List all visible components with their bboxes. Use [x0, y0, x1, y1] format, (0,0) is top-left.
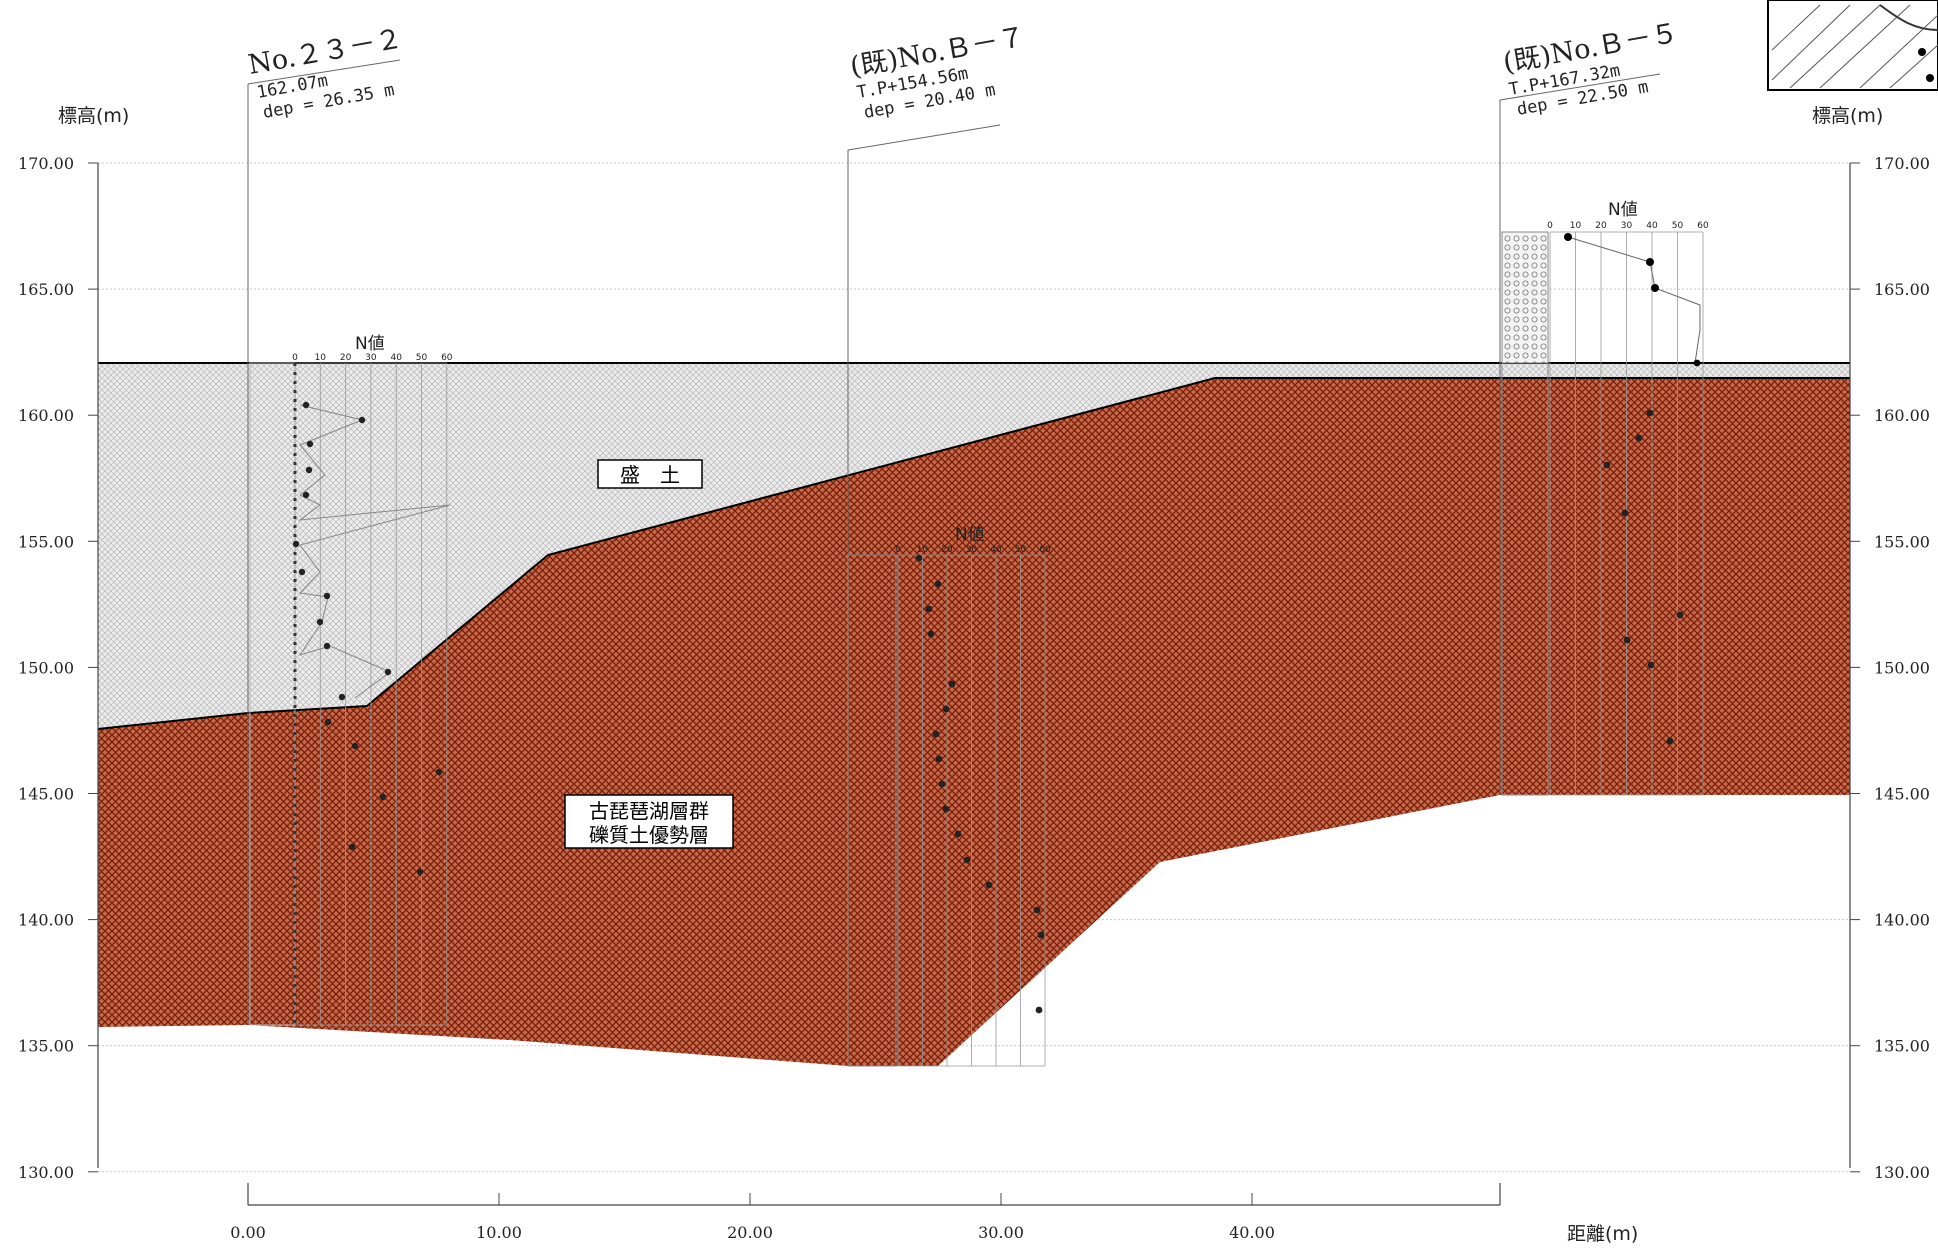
n-scale-label: 20 — [340, 353, 352, 363]
y-tick-label: 130.00 — [1874, 1163, 1930, 1182]
n-scale-label: 50 — [416, 353, 428, 363]
x-axis: 0.00 10.00 20.00 30.00 40.00 — [230, 1193, 1275, 1242]
y-tick-label: 145.00 — [18, 785, 74, 804]
y-tick-label: 140.00 — [18, 911, 74, 930]
n-scale-label: 0 — [895, 545, 901, 555]
y-tick-label: 150.00 — [1874, 658, 1930, 677]
n-scale-label: 10 — [917, 545, 929, 555]
location-map-inset — [1767, 0, 1938, 91]
x-axis-title: 距離(m) — [1567, 1223, 1638, 1245]
x-tick-label: 30.00 — [978, 1223, 1024, 1242]
fill-soil-label: 盛 土 — [597, 459, 703, 489]
n-scale-label: 40 — [990, 545, 1002, 555]
n-scale-label: 40 — [1646, 221, 1658, 231]
y-axis-title-right: 標高(m) — [1812, 105, 1883, 127]
y-tick-label: 145.00 — [1874, 785, 1930, 804]
y-tick-label: 170.00 — [18, 154, 74, 173]
n-value-scale: 0 10 20 30 40 50 60 — [292, 353, 453, 363]
y-tick-label: 155.00 — [1874, 532, 1930, 551]
n-scale-label: 10 — [1570, 221, 1582, 231]
y-tick-label: 170.00 — [1874, 154, 1930, 173]
n-scale-label: 30 — [1621, 221, 1633, 231]
gravel-layer-label: 古琵琶湖層群 礫質土優勢層 — [564, 794, 734, 849]
n-value-title: N値 — [955, 525, 985, 545]
y-tick-label: 160.00 — [1874, 406, 1930, 425]
svg-text:盛 土: 盛 土 — [620, 463, 680, 487]
n-scale-label: 30 — [966, 545, 978, 555]
n-value-title: N値 — [355, 334, 385, 354]
y-tick-label: 165.00 — [1874, 280, 1930, 299]
n-scale-label: 20 — [941, 545, 953, 555]
n-scale-label: 40 — [390, 353, 402, 363]
n-value-scale: 0 10 20 30 40 50 60 — [895, 545, 1051, 555]
fill-soil-layer — [98, 363, 1850, 729]
n-value-title: N値 — [1608, 200, 1638, 220]
gravel-layer — [98, 378, 1850, 1066]
ground-surface-line — [97, 377, 1850, 730]
n-scale-label: 60 — [1039, 545, 1051, 555]
y-axis-right: 170.00 165.00 160.00 155.00 150.00 145.00 140.… — [1850, 154, 1930, 1182]
y-tick-label: 155.00 — [18, 532, 74, 551]
x-tick-label: 40.00 — [1229, 1223, 1275, 1242]
x-tick-label: 10.00 — [476, 1223, 522, 1242]
n-scale-label: 60 — [441, 353, 453, 363]
axis-frame — [97, 163, 1851, 1206]
gravel-label-line2: 礫質土優勢層 — [589, 823, 709, 847]
y-tick-label: 135.00 — [1874, 1037, 1930, 1056]
n-scale-label: 50 — [1672, 221, 1684, 231]
n-scale-label: 60 — [1697, 221, 1709, 231]
n-value-scale: 0 10 20 30 40 50 60 — [1547, 221, 1709, 231]
y-axis-left: 170.00 165.00 160.00 155.00 150.00 145.00 140.… — [18, 154, 98, 1182]
n-scale-label: 20 — [1595, 221, 1607, 231]
y-tick-label: 140.00 — [1874, 911, 1930, 930]
y-tick-label: 150.00 — [18, 658, 74, 677]
y-tick-label: 130.00 — [18, 1163, 74, 1182]
x-tick-label: 0.00 — [230, 1223, 266, 1242]
n-scale-label: 30 — [365, 353, 377, 363]
n-scale-label: 10 — [315, 353, 327, 363]
n-scale-label: 0 — [292, 353, 298, 363]
n-scale-label: 50 — [1015, 545, 1027, 555]
y-tick-label: 160.00 — [18, 406, 74, 425]
y-tick-label: 135.00 — [18, 1037, 74, 1056]
n-scale-label: 0 — [1547, 221, 1553, 231]
y-tick-label: 165.00 — [18, 280, 74, 299]
gravel-label-line1: 古琵琶湖層群 — [589, 799, 709, 823]
x-tick-label: 20.00 — [727, 1223, 773, 1242]
y-axis-title-left: 標高(m) — [58, 105, 129, 127]
